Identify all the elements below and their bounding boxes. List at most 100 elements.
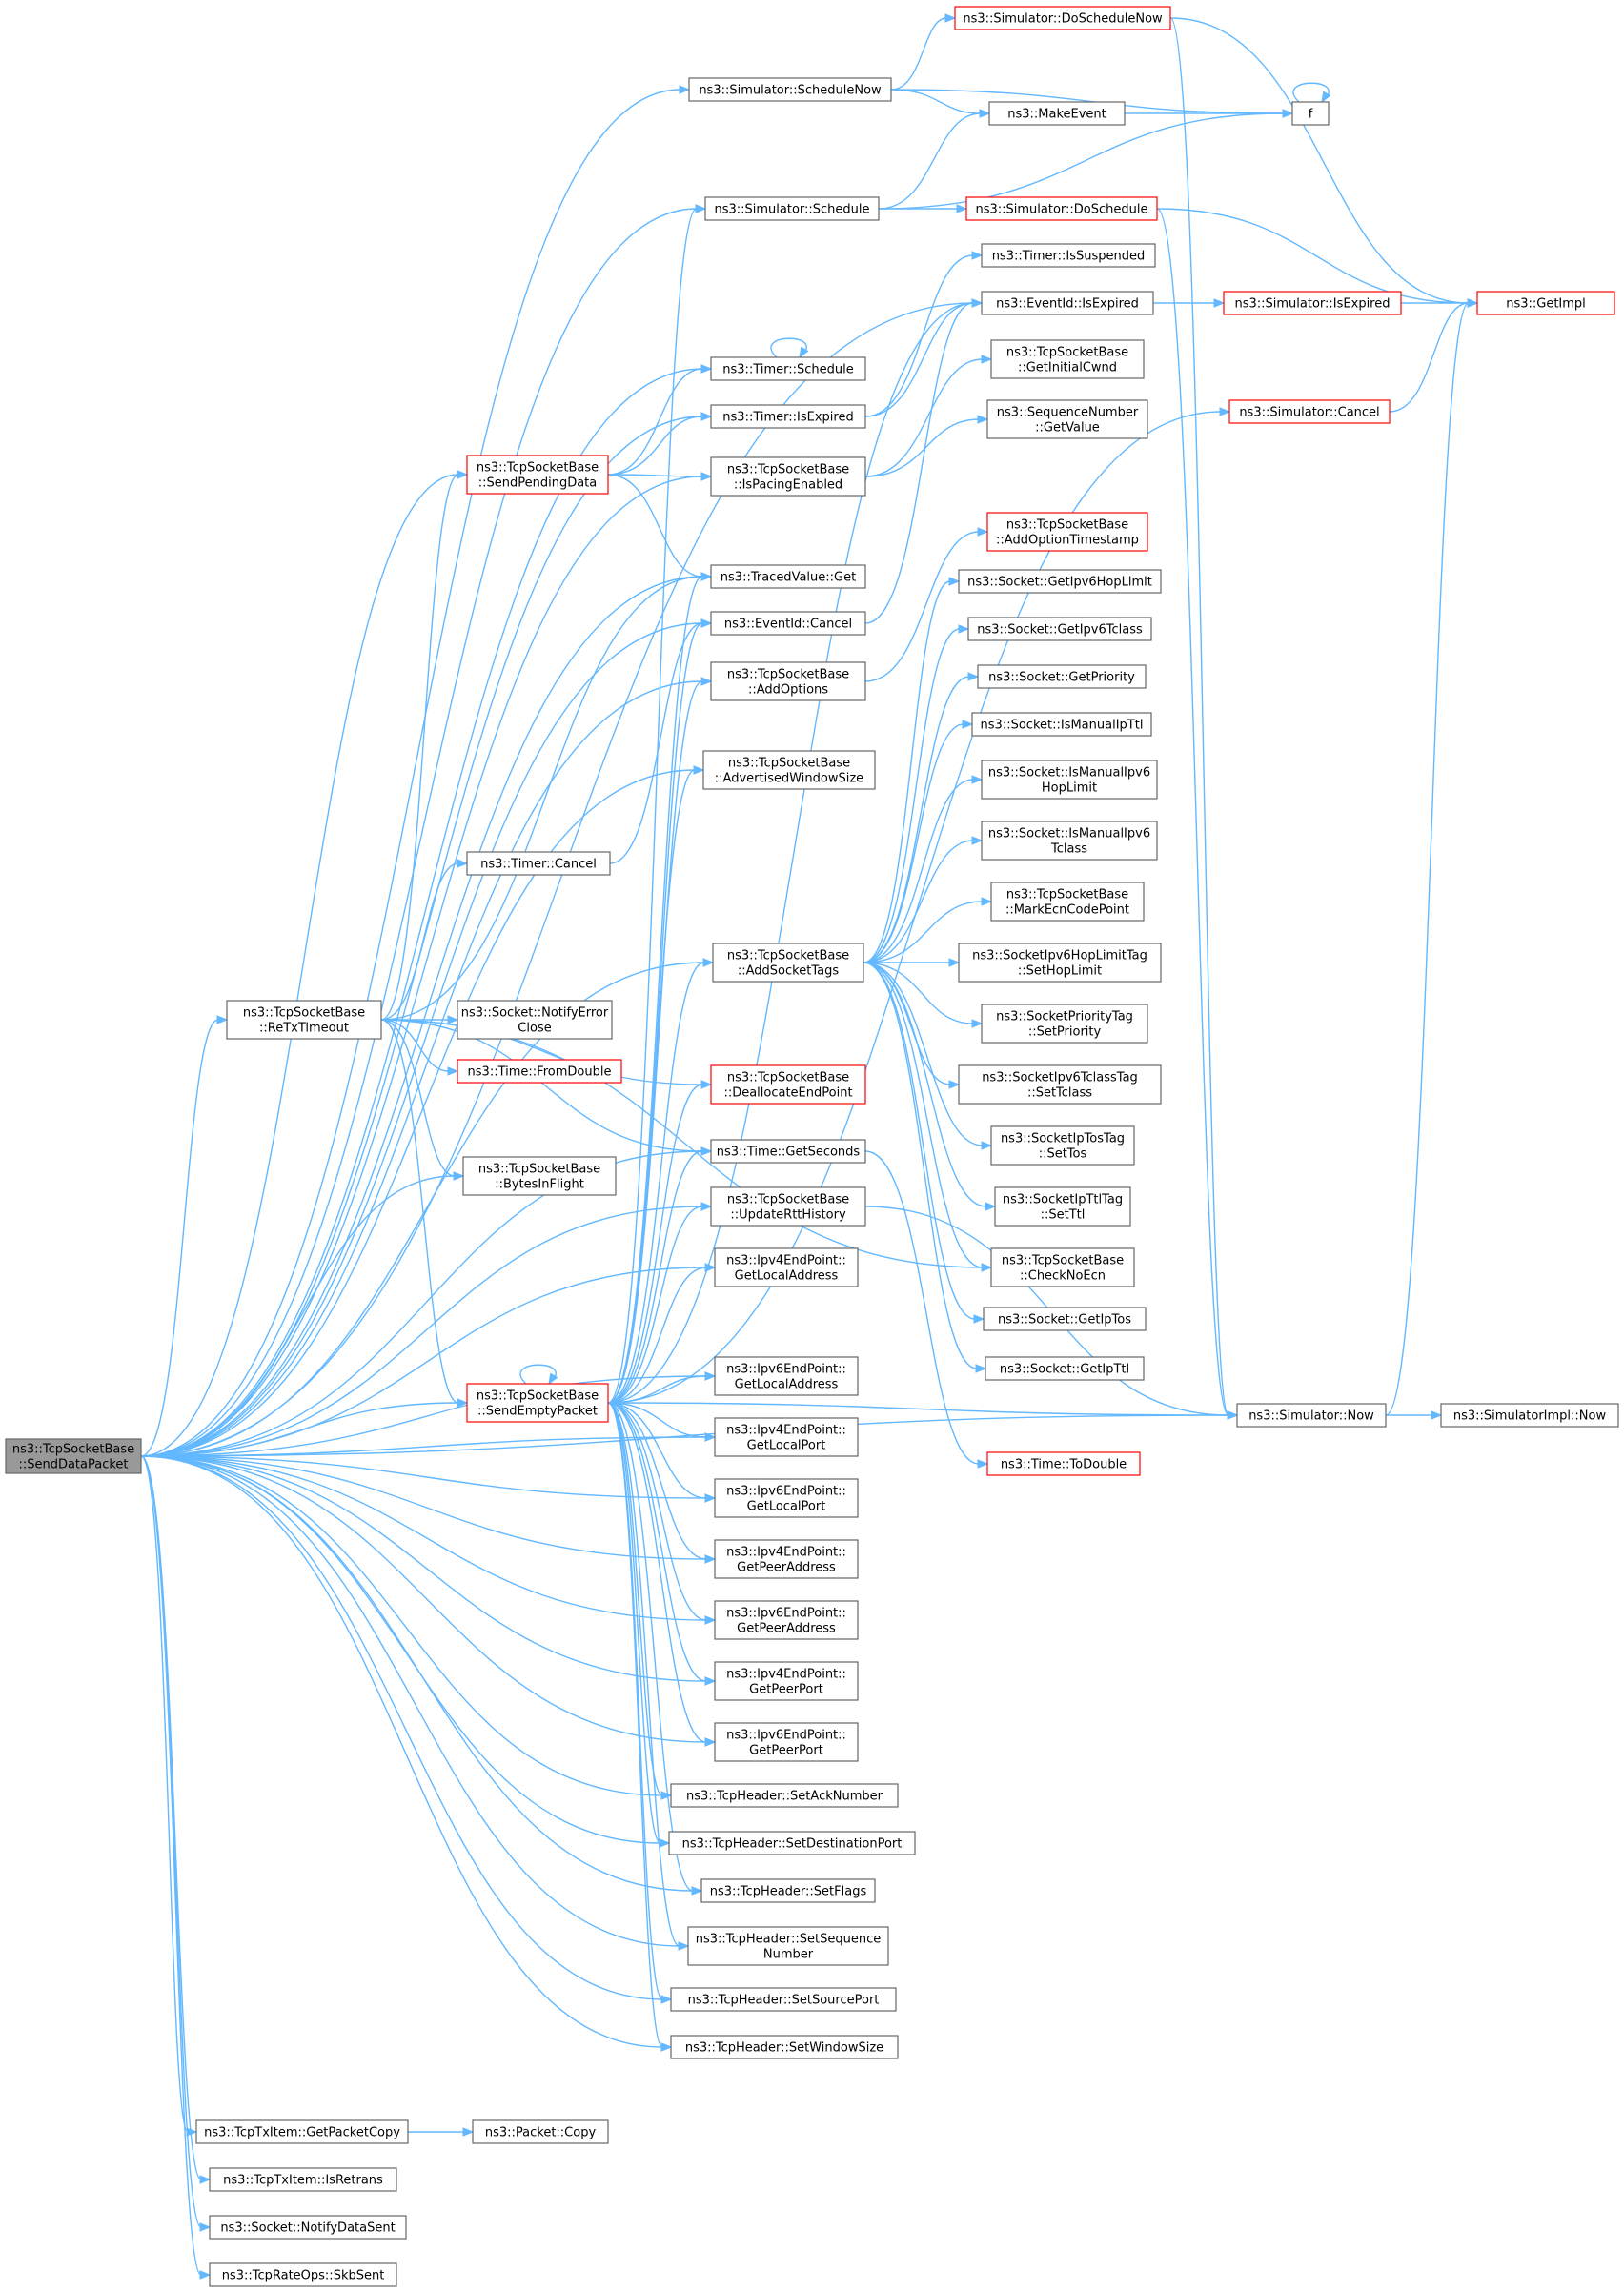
node-send-data-packet[interactable]: ns3::TcpSocketBase::SendDataPacket bbox=[5, 1438, 142, 1474]
node-ipv4-get-local-address[interactable]: ns3::Ipv4EndPoint::GetLocalAddress bbox=[714, 1247, 859, 1287]
node-box bbox=[714, 1539, 859, 1579]
node-get-impl[interactable]: ns3::GetImpl bbox=[1476, 291, 1615, 315]
node-ipv4-get-peer-address[interactable]: ns3::Ipv4EndPoint::GetPeerAddress bbox=[714, 1539, 859, 1579]
node-set-source-port[interactable]: ns3::TcpHeader::SetSourcePort bbox=[670, 1987, 897, 2012]
arrowhead bbox=[199, 2270, 212, 2280]
node-schedule-now[interactable]: ns3::Simulator::ScheduleNow bbox=[688, 77, 892, 102]
node-priority-tag-set[interactable]: ns3::SocketPriorityTag::SetPriority bbox=[981, 1004, 1148, 1044]
node-get-ip-tos[interactable]: ns3::Socket::GetIpTos bbox=[983, 1307, 1147, 1331]
node-bytes-in-flight[interactable]: ns3::TcpSocketBase::BytesInFlight bbox=[462, 1156, 617, 1196]
node-ipv6-get-peer-port[interactable]: ns3::Ipv6EndPoint::GetPeerPort bbox=[714, 1722, 859, 1762]
call-edge bbox=[140, 474, 459, 1457]
node-sim-schedule[interactable]: ns3::Simulator::Schedule bbox=[704, 196, 880, 221]
node-get-packet-copy[interactable]: ns3::TcpTxItem::GetPacketCopy bbox=[195, 2119, 409, 2144]
node-timer-is-expired[interactable]: ns3::Timer::IsExpired bbox=[710, 404, 866, 429]
node-sim-now[interactable]: ns3::Simulator::Now bbox=[1236, 1403, 1387, 1428]
node-set-flags[interactable]: ns3::TcpHeader::SetFlags bbox=[700, 1878, 876, 1903]
node-set-window-size[interactable]: ns3::TcpHeader::SetWindowSize bbox=[670, 2035, 899, 2059]
node-f[interactable]: f bbox=[1291, 101, 1330, 126]
node-eventid-cancel[interactable]: ns3::EventId::Cancel bbox=[710, 611, 866, 636]
node-time-from-double[interactable]: ns3::Time::FromDouble bbox=[457, 1059, 622, 1084]
node-tos-tag-set[interactable]: ns3::SocketIpTosTag::SetTos bbox=[990, 1125, 1135, 1166]
node-is-manual-ip-ttl[interactable]: ns3::Socket::IsManualIpTtl bbox=[971, 712, 1152, 737]
node-box bbox=[981, 760, 1158, 800]
call-edge bbox=[607, 208, 698, 1404]
node-notify-data-sent[interactable]: ns3::Socket::NotifyDataSent bbox=[209, 2215, 407, 2240]
node-tclass-tag-set[interactable]: ns3::SocketIpv6TclassTag::SetTclass bbox=[958, 1064, 1162, 1105]
node-eventid-is-expired[interactable]: ns3::EventId::IsExpired bbox=[981, 291, 1154, 315]
node-ipv4-get-peer-port[interactable]: ns3::Ipv4EndPoint::GetPeerPort bbox=[714, 1661, 859, 1701]
node-timer-is-suspended[interactable]: ns3::Timer::IsSuspended bbox=[981, 243, 1156, 268]
node-set-ack-number[interactable]: ns3::TcpHeader::SetAckNumber bbox=[670, 1783, 899, 1808]
node-update-rtt-history[interactable]: ns3::TcpSocketBase::UpdateRttHistory bbox=[710, 1186, 866, 1227]
node-hop-limit-tag-set[interactable]: ns3::SocketIpv6HopLimitTag::SetHopLimit bbox=[958, 943, 1162, 983]
arrowhead bbox=[447, 1066, 459, 1076]
node-label: ns3::TcpSocketBase bbox=[243, 1006, 365, 1021]
node-ipv6-get-local-port[interactable]: ns3::Ipv6EndPoint::GetLocalPort bbox=[714, 1478, 859, 1518]
node-do-schedule-now[interactable]: ns3::Simulator::DoScheduleNow bbox=[954, 6, 1171, 30]
node-timer-cancel[interactable]: ns3::Timer::Cancel bbox=[466, 851, 611, 876]
node-re-tx-timeout[interactable]: ns3::TcpSocketBase::ReTxTimeout bbox=[226, 1000, 382, 1040]
node-add-options[interactable]: ns3::TcpSocketBase::AddOptions bbox=[710, 661, 866, 701]
node-box bbox=[977, 664, 1147, 689]
node-ttl-tag-set[interactable]: ns3::SocketIpTtlTag::SetTtl bbox=[994, 1186, 1131, 1227]
node-send-pending-data[interactable]: ns3::TcpSocketBase::SendPendingData bbox=[466, 455, 609, 495]
arrowhead bbox=[981, 355, 993, 364]
node-box bbox=[466, 851, 611, 876]
node-label: ns3::Simulator::IsExpired bbox=[1234, 297, 1390, 312]
node-do-schedule[interactable]: ns3::Simulator::DoSchedule bbox=[965, 196, 1158, 221]
node-box bbox=[710, 661, 866, 701]
arrowhead bbox=[462, 2127, 475, 2137]
node-check-no-ecn[interactable]: ns3::TcpSocketBase::CheckNoEcn bbox=[990, 1247, 1135, 1287]
node-seq-get-value[interactable]: ns3::SequenceNumber::GetValue bbox=[986, 399, 1148, 439]
node-ipv4-get-local-port[interactable]: ns3::Ipv4EndPoint::GetLocalPort bbox=[714, 1417, 859, 1457]
node-advertised-window-size[interactable]: ns3::TcpSocketBase::AdvertisedWindowSize bbox=[702, 750, 876, 790]
node-label: f bbox=[1309, 108, 1313, 122]
arrowhead bbox=[199, 2222, 212, 2232]
node-label: ns3::Ipv4EndPoint:: bbox=[726, 1424, 846, 1438]
call-edge bbox=[380, 1019, 703, 1152]
node-ipv6-get-local-address[interactable]: ns3::Ipv6EndPoint::GetLocalAddress bbox=[714, 1356, 859, 1396]
node-time-get-seconds[interactable]: ns3::Time::GetSeconds bbox=[710, 1139, 866, 1164]
node-label: ns3::Ipv6EndPoint:: bbox=[726, 1729, 846, 1743]
node-add-option-timestamp[interactable]: ns3::TcpSocketBase::AddOptionTimestamp bbox=[986, 512, 1148, 552]
node-sim-is-expired[interactable]: ns3::Simulator::IsExpired bbox=[1223, 291, 1402, 315]
arrowhead bbox=[971, 836, 984, 845]
arrowhead bbox=[958, 624, 970, 634]
call-edge bbox=[607, 1402, 663, 2048]
node-label: ns3::Simulator::Now bbox=[1248, 1409, 1374, 1424]
arrowhead bbox=[1282, 109, 1294, 118]
node-get-priority[interactable]: ns3::Socket::GetPriority bbox=[977, 664, 1147, 689]
node-traced-value-get[interactable]: ns3::TracedValue::Get bbox=[710, 564, 866, 589]
arrowhead bbox=[971, 775, 984, 784]
node-get-ip-ttl[interactable]: ns3::Socket::GetIpTtl bbox=[985, 1356, 1145, 1381]
node-get-ipv6-tclass[interactable]: ns3::Socket::GetIpv6Tclass bbox=[967, 617, 1152, 641]
call-edge bbox=[140, 962, 705, 1457]
node-skb-sent[interactable]: ns3::TcpRateOps::SkbSent bbox=[209, 2262, 397, 2287]
node-sim-impl-now[interactable]: ns3::SimulatorImpl::Now bbox=[1440, 1403, 1619, 1428]
node-add-socket-tags[interactable]: ns3::TcpSocketBase::AddSocketTags bbox=[712, 943, 864, 983]
node-sim-cancel[interactable]: ns3::Simulator::Cancel bbox=[1228, 399, 1391, 424]
node-get-initial-cwnd[interactable]: ns3::TcpSocketBase::GetInitialCwnd bbox=[990, 339, 1145, 379]
call-edge bbox=[1292, 82, 1330, 103]
node-is-retrans[interactable]: ns3::TcpTxItem::IsRetrans bbox=[209, 2167, 397, 2192]
node-make-event[interactable]: ns3::MakeEvent bbox=[988, 101, 1126, 126]
node-mark-ecn-code-point[interactable]: ns3::TcpSocketBase::MarkEcnCodePoint bbox=[990, 882, 1145, 922]
call-edge bbox=[140, 1175, 456, 1457]
node-get-ipv6-hop-limit[interactable]: ns3::Socket::GetIpv6HopLimit bbox=[958, 569, 1162, 594]
node-label: ::SetPriority bbox=[1028, 1025, 1102, 1040]
node-timer-schedule[interactable]: ns3::Timer::Schedule bbox=[710, 356, 866, 381]
node-set-destination-port[interactable]: ns3::TcpHeader::SetDestinationPort bbox=[668, 1831, 916, 1855]
arrowhead bbox=[457, 470, 469, 479]
node-is-pacing-enabled[interactable]: ns3::TcpSocketBase::IsPacingEnabled bbox=[710, 456, 866, 497]
node-deallocate-end-point[interactable]: ns3::TcpSocketBase::DeallocateEndPoint bbox=[710, 1064, 866, 1105]
node-label: ::GetValue bbox=[1035, 421, 1100, 436]
node-ipv6-get-peer-address[interactable]: ns3::Ipv6EndPoint::GetPeerAddress bbox=[714, 1600, 859, 1640]
node-send-empty-packet[interactable]: ns3::TcpSocketBase::SendEmptyPacket bbox=[466, 1383, 609, 1423]
node-packet-copy[interactable]: ns3::Packet::Copy bbox=[472, 2119, 609, 2144]
node-time-to-double[interactable]: ns3::Time::ToDouble bbox=[986, 1451, 1141, 1476]
